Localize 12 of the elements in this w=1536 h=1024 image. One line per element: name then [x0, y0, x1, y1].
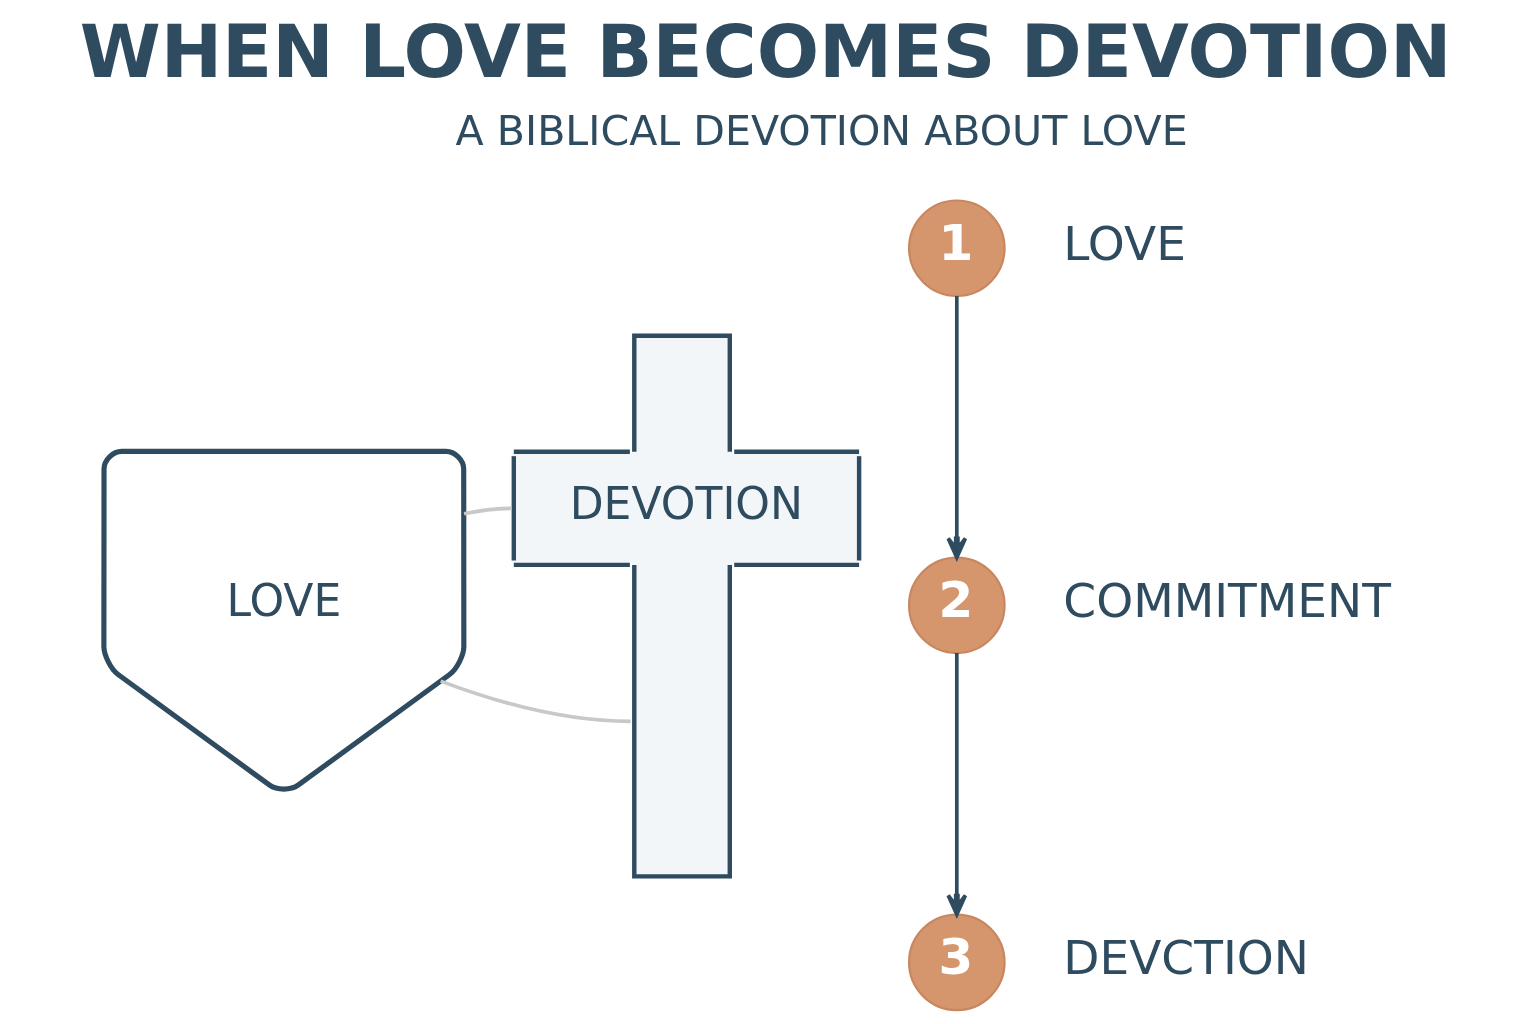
node-circle: 3	[907, 913, 1006, 1012]
connector	[463, 506, 512, 516]
connector	[440, 679, 631, 724]
arrow	[946, 296, 968, 560]
label: A BIBLICAL DEVOTION ABOUT LOVE	[455, 107, 1188, 156]
arrow	[946, 653, 968, 917]
node-circle: 1	[907, 199, 1006, 298]
node-circle: 2	[907, 556, 1006, 655]
diagram-title: WHEN LOVE BECOMES DEVOTION	[79, 9, 1452, 95]
node-label: DEVCTION	[1063, 930, 1309, 986]
node-label: LOVE	[1063, 216, 1186, 272]
node-label: COMMITMENT	[1063, 573, 1391, 629]
